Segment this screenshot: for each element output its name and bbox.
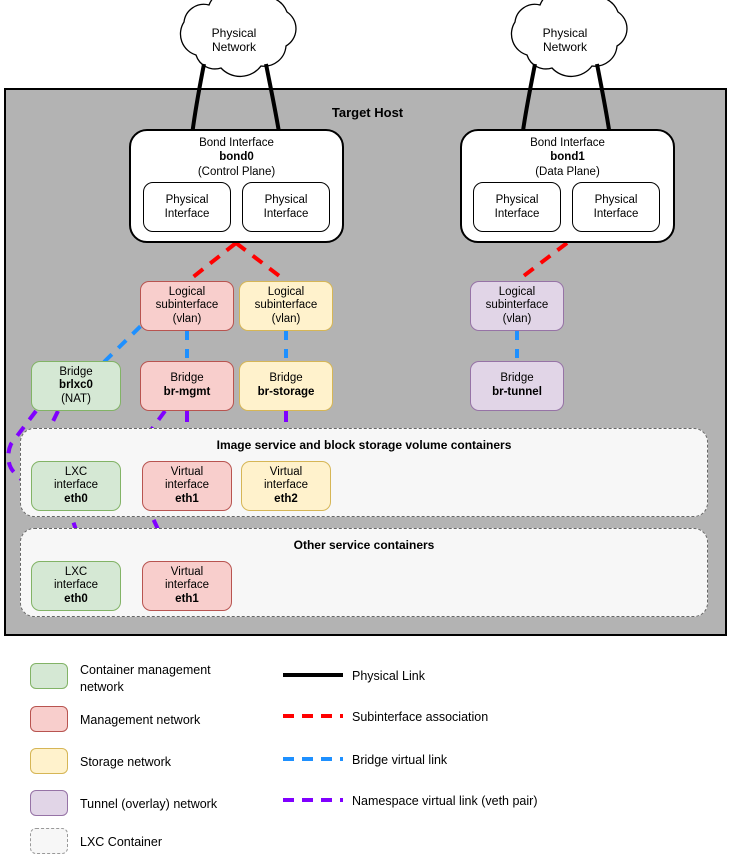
- bond0-title: Bond Interface: [199, 137, 274, 149]
- bond0-nic2-line2: Interface: [263, 208, 309, 220]
- iface-eth1-a-name: eth1: [175, 492, 199, 505]
- iface-eth0-a-line1: LXC: [64, 465, 88, 478]
- cloud-right: Physical Network: [519, 22, 611, 58]
- legend-swatch-storage: [30, 748, 68, 774]
- iface-eth0-a-name: eth0: [64, 492, 88, 505]
- bond0-nic1-line1: Physical: [165, 193, 209, 206]
- bond1-nic2-line1: Physical: [594, 193, 638, 206]
- bridge-br-tunnel-name: br-tunnel: [492, 386, 542, 398]
- cloud-left-line2: Network: [211, 40, 256, 54]
- bond1-title: Bond Interface: [530, 137, 605, 149]
- cloud-right-line2: Network: [542, 40, 587, 54]
- bond0-name: bond0: [219, 151, 254, 164]
- bridge-br-mgmt[interactable]: Bridge br-mgmt: [140, 361, 234, 411]
- cloud-left: Physical Network: [188, 22, 280, 58]
- iface-eth2-a-name: eth2: [274, 492, 298, 505]
- iface-eth0-b-line1: LXC: [64, 565, 88, 578]
- legend-label-subif-assoc: Subinterface association: [352, 710, 489, 724]
- legend-label-veth-link: Namespace virtual link (veth pair): [352, 794, 538, 808]
- bridge-br-tunnel[interactable]: Bridge br-tunnel: [470, 361, 564, 411]
- page-title: Target Host: [331, 105, 404, 120]
- bridge-br-tunnel-label: Bridge: [500, 372, 534, 385]
- cloud-left-line1: Physical: [211, 25, 257, 40]
- container-group-other: [20, 528, 708, 617]
- legend-label-bridge-link: Bridge virtual link: [352, 753, 448, 767]
- bridge-brlxc0-name: brlxc0: [59, 379, 93, 392]
- legend-swatch-container-mgmt: [30, 663, 68, 689]
- bond1-role: (Data Plane): [535, 165, 600, 178]
- bond0-physical-interface-2[interactable]: Physical Interface: [242, 182, 330, 232]
- bond1-nic2-line2: Interface: [593, 208, 639, 220]
- bond0-nic2-line1: Physical: [264, 193, 308, 206]
- subif-storage-line1: Logical: [267, 285, 305, 298]
- bond1-nic1-line2: Interface: [494, 208, 540, 220]
- subif-storage-line2: subinterface: [254, 299, 318, 312]
- bridge-brlxc0[interactable]: Bridge brlxc0 (NAT): [31, 361, 121, 411]
- subif-tunnel-line3: (vlan): [502, 312, 532, 325]
- iface-virtual-eth1-image-block[interactable]: Virtual interface eth1: [142, 461, 232, 511]
- legend-container-mgmt-line2: network: [80, 679, 124, 694]
- iface-eth2-a-line1: Virtual: [269, 465, 303, 478]
- iface-eth0-a-line2: interface: [53, 479, 99, 492]
- legend-swatch-mgmt: [30, 706, 68, 732]
- iface-eth2-a-line2: interface: [263, 479, 309, 492]
- subif-mgmt-line3: (vlan): [172, 312, 202, 325]
- bond0-physical-interface-1[interactable]: Physical Interface: [143, 182, 231, 232]
- iface-eth0-b-name: eth0: [64, 592, 88, 605]
- legend-label-storage: Storage network: [80, 755, 172, 769]
- legend-label-mgmt: Management network: [80, 713, 201, 727]
- bond1-label: Bond Interface bond1 (Data Plane): [460, 136, 675, 179]
- subif-tunnel-line1: Logical: [498, 285, 536, 298]
- bridge-br-mgmt-name: br-mgmt: [163, 386, 211, 398]
- iface-lxc-eth0-other[interactable]: LXC interface eth0: [31, 561, 121, 611]
- iface-eth1-b-name: eth1: [175, 592, 199, 605]
- container-group-image-block: [20, 428, 708, 517]
- subinterface-mgmt[interactable]: Logical subinterface (vlan): [140, 281, 234, 331]
- container-group-image-block-title: Image service and block storage volume c…: [216, 438, 512, 452]
- iface-eth1-a-line2: interface: [164, 479, 210, 492]
- bond1-nic1-line1: Physical: [495, 193, 539, 206]
- bond1-physical-interface-1[interactable]: Physical Interface: [473, 182, 561, 232]
- bond1-physical-interface-2[interactable]: Physical Interface: [572, 182, 660, 232]
- iface-eth0-b-line2: interface: [53, 579, 99, 592]
- bond0-nic1-line2: Interface: [164, 208, 210, 220]
- subif-tunnel-line2: subinterface: [485, 299, 549, 312]
- bridge-brlxc0-note: (NAT): [61, 392, 91, 405]
- subinterface-tunnel[interactable]: Logical subinterface (vlan): [470, 281, 564, 331]
- bond0-label: Bond Interface bond0 (Control Plane): [129, 136, 344, 179]
- bridge-br-storage[interactable]: Bridge br-storage: [239, 361, 333, 411]
- legend-label-lxc-container: LXC Container: [80, 835, 162, 849]
- legend-swatch-lxc-container: [30, 828, 68, 854]
- bridge-br-mgmt-label: Bridge: [170, 372, 204, 385]
- iface-eth1-b-line2: interface: [164, 579, 210, 592]
- iface-virtual-eth2-image-block[interactable]: Virtual interface eth2: [241, 461, 331, 511]
- bridge-br-storage-label: Bridge: [269, 372, 303, 385]
- legend-swatch-tunnel: [30, 790, 68, 816]
- legend-label-container-mgmt: Container management network: [80, 662, 270, 696]
- bond0-role: (Control Plane): [197, 165, 276, 178]
- subif-storage-line3: (vlan): [271, 312, 301, 325]
- iface-eth1-b-line1: Virtual: [170, 565, 204, 578]
- bridge-brlxc0-label: Bridge: [59, 365, 93, 378]
- legend-label-physical-link: Physical Link: [352, 669, 425, 683]
- legend-label-tunnel: Tunnel (overlay) network: [80, 797, 218, 811]
- legend-container-mgmt-line1: Container management: [80, 663, 211, 677]
- container-group-other-title: Other service containers: [293, 538, 435, 552]
- subif-mgmt-line2: subinterface: [155, 299, 219, 312]
- subinterface-storage[interactable]: Logical subinterface (vlan): [239, 281, 333, 331]
- subif-mgmt-line1: Logical: [168, 285, 206, 298]
- bond1-name: bond1: [550, 151, 585, 164]
- iface-virtual-eth1-other[interactable]: Virtual interface eth1: [142, 561, 232, 611]
- cloud-right-line1: Physical: [542, 25, 588, 40]
- bridge-br-storage-name: br-storage: [257, 386, 315, 398]
- iface-lxc-eth0-image-block[interactable]: LXC interface eth0: [31, 461, 121, 511]
- iface-eth1-a-line1: Virtual: [170, 465, 204, 478]
